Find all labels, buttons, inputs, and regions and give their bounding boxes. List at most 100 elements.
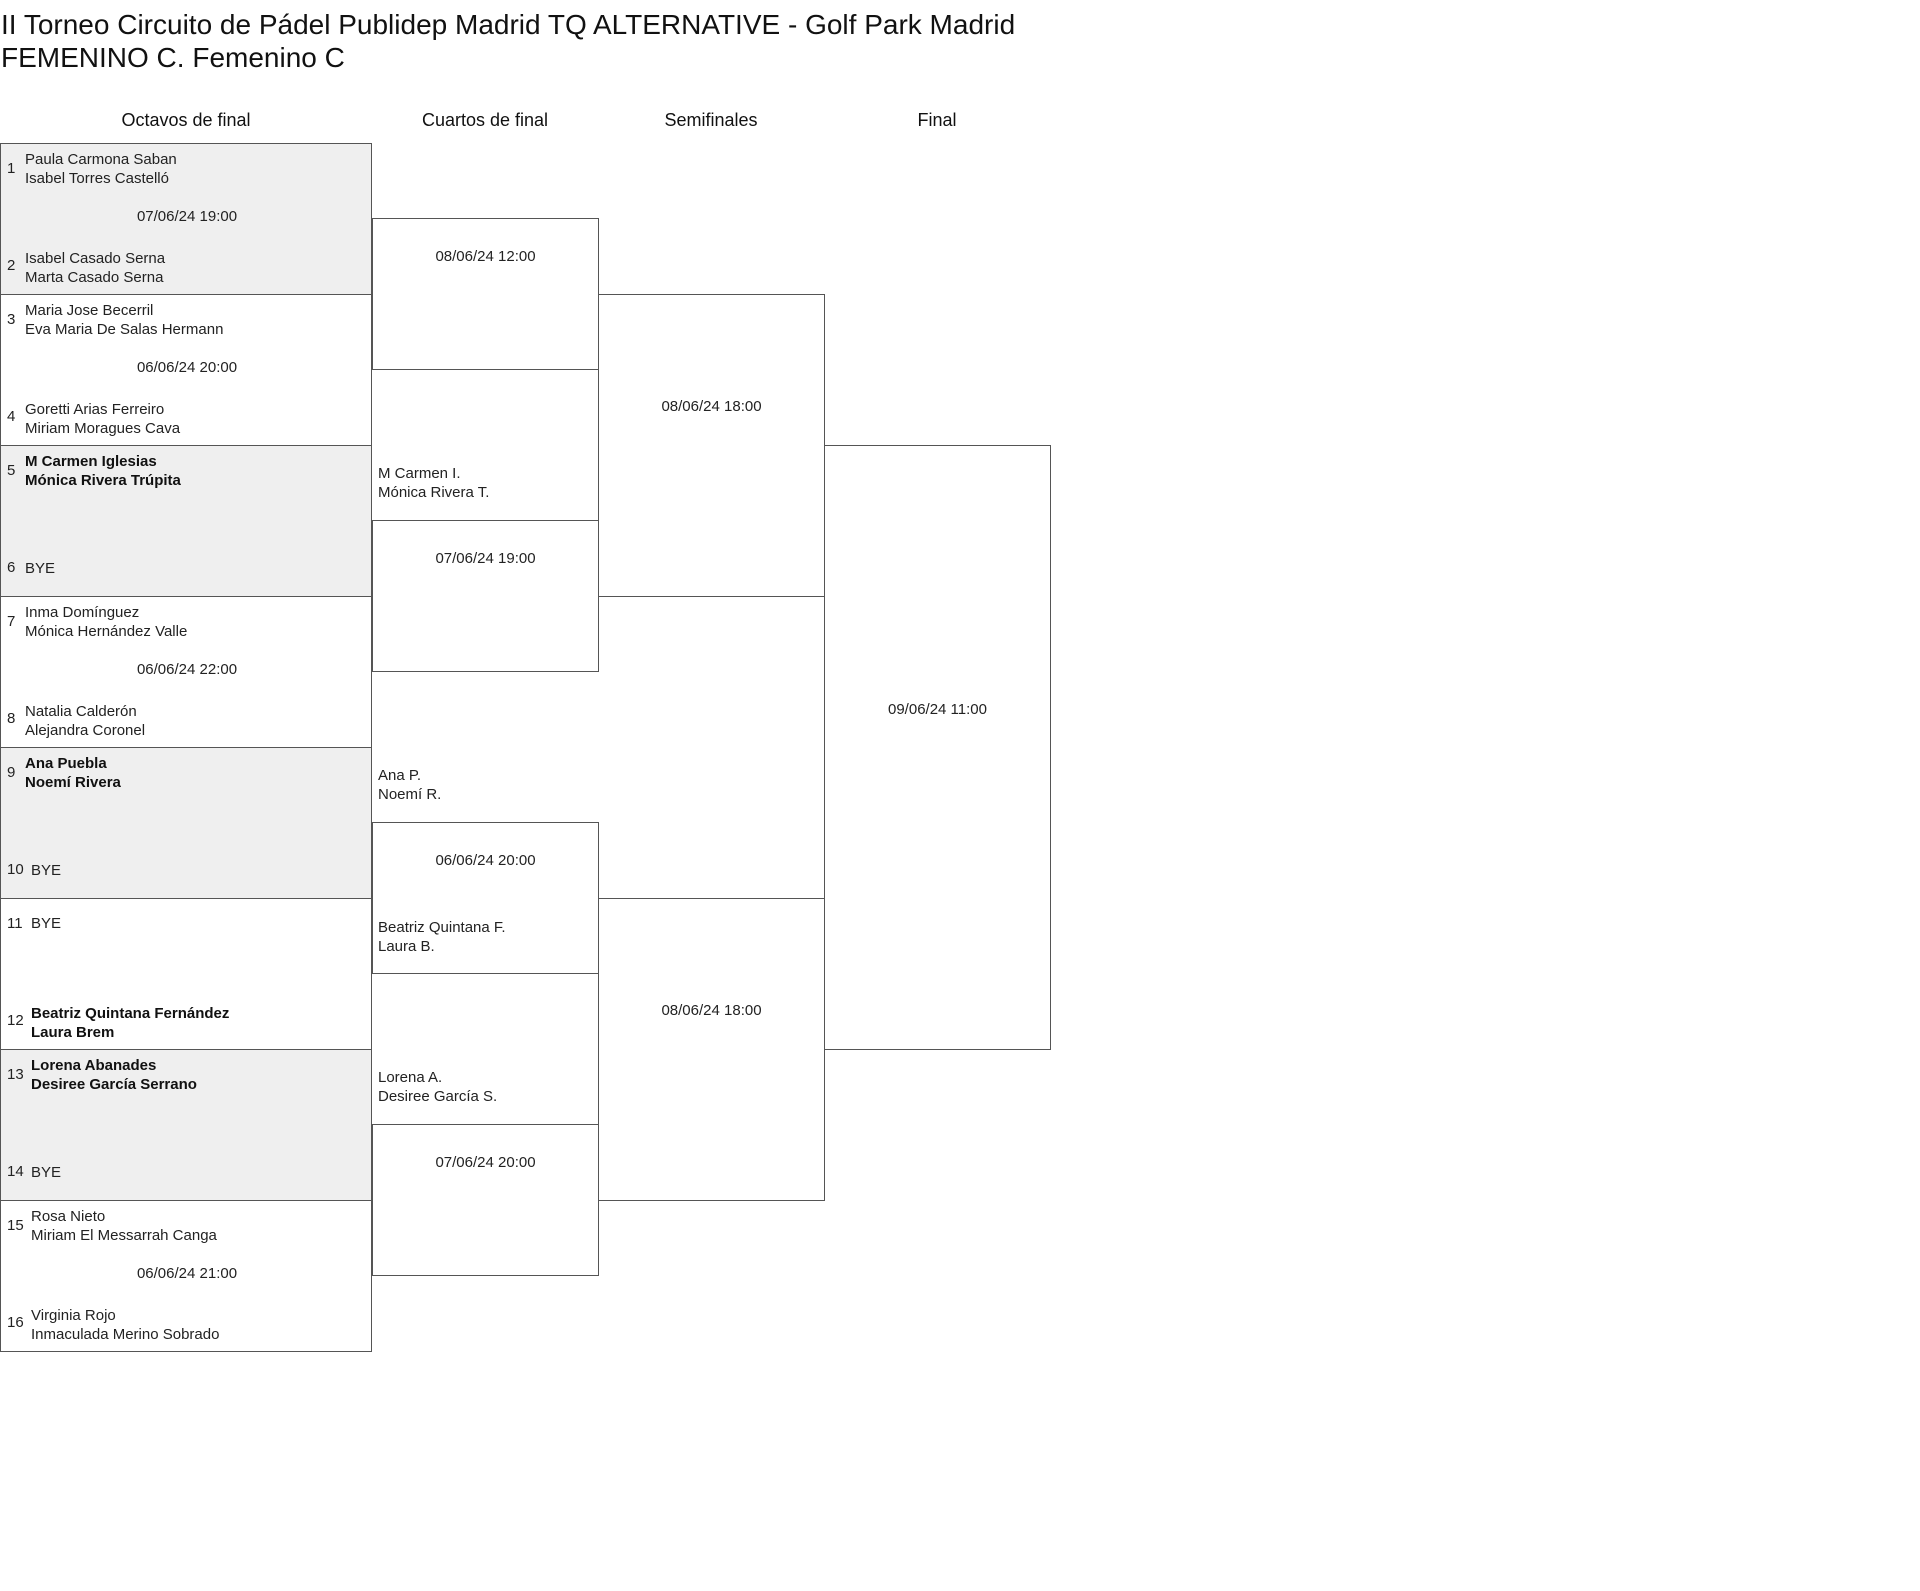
team-bottom: BYE xyxy=(31,861,61,880)
player-name: Noemí Rivera xyxy=(25,774,121,791)
player-name: Mónica Rivera Trúpita xyxy=(25,472,181,489)
player-name: Inmaculada Merino Sobrado xyxy=(31,1326,220,1343)
page-title-line1: II Torneo Circuito de Pádel Publidep Mad… xyxy=(1,9,1016,40)
player-name: M Carmen Iglesias xyxy=(25,453,157,470)
seed-number: 16 xyxy=(7,1314,24,1331)
player-name: Isabel Torres Castelló xyxy=(25,170,169,187)
player-name: Marta Casado Serna xyxy=(25,269,164,286)
match-date: 06/06/24 20:00 xyxy=(435,852,536,869)
seed-number: 2 xyxy=(7,257,16,274)
advanced-team-top: Lorena A. Desiree García S. xyxy=(378,1068,497,1106)
seed-number: 13 xyxy=(7,1066,24,1083)
player-name: Desiree García Serrano xyxy=(31,1076,197,1093)
seed-number: 12 xyxy=(7,1012,24,1029)
player-name: Laura Brem xyxy=(31,1024,115,1041)
team-top: BYE xyxy=(31,914,61,933)
advanced-team-top: M Carmen I. Mónica Rivera T. xyxy=(378,464,489,502)
match-date: 08/06/24 18:00 xyxy=(661,398,762,415)
match-final xyxy=(824,445,1051,1050)
match-date: 08/06/24 18:00 xyxy=(661,1002,762,1019)
advanced-team-bottom: Beatriz Quintana F. Laura B. xyxy=(378,918,506,956)
player-name: Ana P. xyxy=(378,767,422,784)
match-date: 06/06/24 20:00 xyxy=(136,359,238,376)
match-cuartos xyxy=(372,218,599,370)
match-date: 06/06/24 21:00 xyxy=(136,1265,238,1282)
player-name: Goretti Arias Ferreiro xyxy=(25,401,165,418)
round-header-cuartos: Cuartos de final xyxy=(421,110,549,130)
player-name: Laura B. xyxy=(378,938,435,955)
player-name: Virginia Rojo xyxy=(31,1307,116,1324)
match-semifinal xyxy=(598,294,825,597)
player-name: Inma Domínguez xyxy=(25,604,140,621)
match-date: 07/06/24 19:00 xyxy=(435,550,536,567)
seed-number: 5 xyxy=(7,462,16,479)
player-name: Lorena A. xyxy=(378,1069,443,1086)
player-name: Maria Jose Becerril xyxy=(25,302,154,319)
advanced-team-top: Ana P. Noemí R. xyxy=(378,766,441,804)
player-name: Miriam Moragues Cava xyxy=(25,420,181,437)
player-name: Beatriz Quintana F. xyxy=(378,919,506,936)
seed-number: 1 xyxy=(7,160,16,177)
player-name: Eva Maria De Salas Hermann xyxy=(25,321,224,338)
seed-number: 11 xyxy=(7,915,23,932)
seed-number: 3 xyxy=(7,311,16,328)
match-cuartos xyxy=(372,520,599,672)
player-name: Mónica Hernández Valle xyxy=(25,623,188,640)
player-name: BYE xyxy=(25,560,56,577)
player-name: Beatriz Quintana Fernández xyxy=(31,1005,230,1022)
match-date: 08/06/24 12:00 xyxy=(435,248,536,265)
round-header-final: Final xyxy=(917,110,957,130)
match-cuartos xyxy=(372,1124,599,1276)
seed-number: 9 xyxy=(7,764,16,781)
player-name: Paula Carmona Saban xyxy=(25,151,177,168)
team-bottom: BYE xyxy=(31,1163,61,1182)
player-name: BYE xyxy=(31,1164,62,1181)
seed-number: 4 xyxy=(7,408,16,425)
player-name: BYE xyxy=(31,862,62,879)
player-name: Noemí R. xyxy=(378,786,442,803)
page-title-line2: FEMENINO C. Femenino C xyxy=(1,42,345,73)
round-header-semifinales: Semifinales xyxy=(664,110,758,130)
match-date: 09/06/24 11:00 xyxy=(888,701,987,718)
player-name: M Carmen I. xyxy=(378,465,461,482)
seed-number: 10 xyxy=(7,861,24,878)
player-name: Isabel Casado Serna xyxy=(25,250,166,267)
player-name: Ana Puebla xyxy=(25,755,107,772)
seed-number: 14 xyxy=(7,1163,24,1180)
match-date: 07/06/24 19:00 xyxy=(136,208,238,225)
seed-number: 15 xyxy=(7,1217,24,1234)
player-name: Natalia Calderón xyxy=(25,703,137,720)
seed-number: 6 xyxy=(7,559,16,576)
team-bottom: BYE xyxy=(25,559,55,578)
match-date: 06/06/24 22:00 xyxy=(136,661,238,678)
round-header-octavos: Octavos de final xyxy=(121,110,251,130)
seed-number: 8 xyxy=(7,710,16,727)
match-date: 07/06/24 20:00 xyxy=(435,1154,536,1171)
seed-number: 7 xyxy=(7,613,16,630)
player-name: Alejandra Coronel xyxy=(25,722,146,739)
player-name: Mónica Rivera T. xyxy=(378,484,490,501)
player-name: Desiree García S. xyxy=(378,1088,498,1105)
player-name: BYE xyxy=(31,915,62,932)
player-name: Miriam El Messarrah Canga xyxy=(31,1227,217,1244)
